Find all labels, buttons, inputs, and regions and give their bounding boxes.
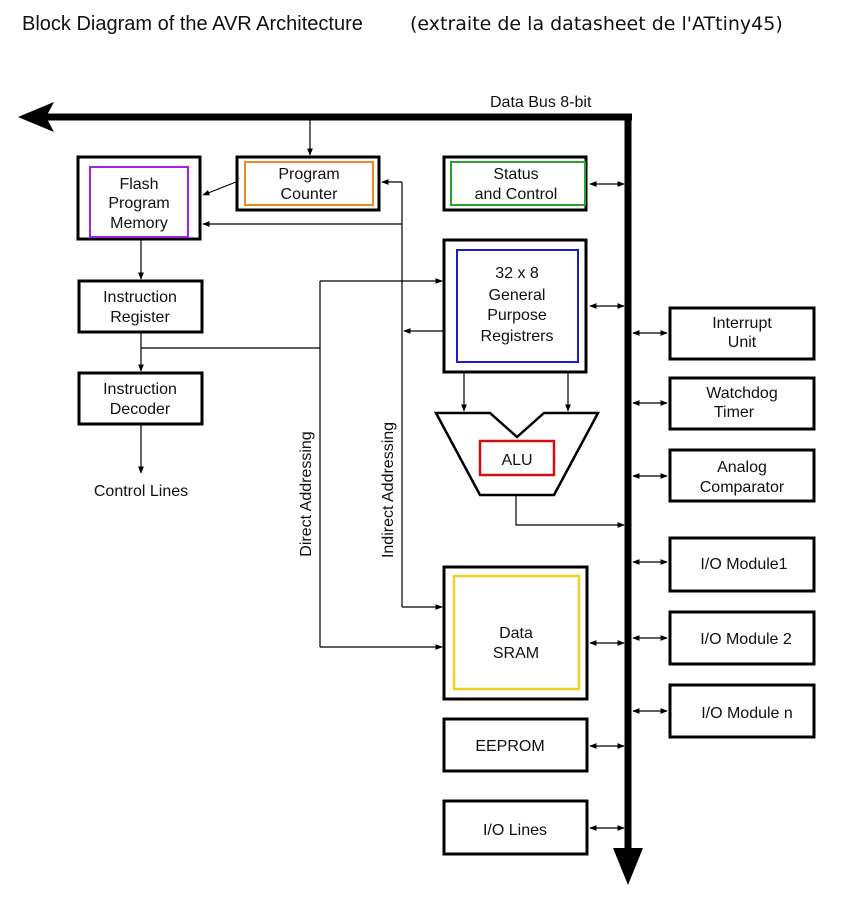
id-line-1: Instruction	[103, 381, 177, 398]
bus-label: Data Bus 8-bit	[490, 94, 592, 111]
interrupt-line-1: Interrupt	[712, 315, 772, 332]
ir-line-1: Instruction	[103, 289, 177, 306]
control-lines-label: Control Lines	[94, 483, 188, 500]
interrupt-line-2: Unit	[728, 334, 757, 351]
reg-line-2: General	[489, 287, 546, 304]
alu-block: ALU	[433, 411, 601, 497]
watchdog-timer-block: Watchdog Timer	[668, 376, 816, 431]
direct-addressing-label: Direct Addressing	[298, 431, 315, 556]
status-line-1: Status	[493, 166, 538, 183]
ion-label: I/O Module n	[701, 705, 793, 722]
pc-line-1: Program	[278, 166, 339, 183]
io-module-2-block: I/O Module 2	[668, 610, 816, 666]
reg-line-3: Purpose	[487, 307, 547, 324]
general-purpose-registers-block: 32 x 8 General Purpose Registrers	[442, 238, 588, 374]
sram-line-2: SRAM	[493, 645, 539, 662]
flash-line-2: Program	[108, 195, 169, 212]
diagram-title: Block Diagram of the AVR Architecture	[22, 13, 363, 35]
io-lines-block: I/O Lines	[442, 799, 589, 856]
analog-comparator-block: Analog Comparator	[668, 448, 816, 503]
flash-line-3: Memory	[110, 215, 168, 232]
io-module-n-block: I/O Module n	[668, 683, 816, 739]
io-lines-label: I/O Lines	[483, 822, 547, 839]
program-counter-block: Program Counter	[235, 155, 381, 212]
instruction-decoder-block: Instruction Decoder	[77, 371, 204, 426]
eeprom-label: EEPROM	[475, 738, 544, 755]
alu-label: ALU	[501, 452, 532, 469]
flash-line-1: Flash	[119, 176, 158, 193]
interrupt-unit-block: Interrupt Unit	[668, 306, 816, 361]
data-bus	[18, 102, 643, 885]
diagram-subtitle: (extraite de la datasheet de l'ATtiny45)	[410, 13, 783, 35]
instruction-register-block: Instruction Register	[77, 279, 204, 334]
bus-arrow-down-icon	[613, 848, 643, 885]
watchdog-line-2: Timer	[714, 404, 755, 421]
reg-line-1: 32 x 8	[495, 265, 539, 282]
status-control-block: Status and Control	[442, 155, 588, 212]
eeprom-block: EEPROM	[442, 717, 589, 773]
io2-label: I/O Module 2	[700, 631, 792, 648]
flash-program-memory-block: Flash Program Memory	[76, 155, 202, 241]
pc-line-2: Counter	[281, 186, 339, 203]
indirect-addressing-label: Indirect Addressing	[380, 422, 397, 558]
reg-line-4: Registrers	[481, 328, 554, 345]
io1-label: I/O Module1	[700, 556, 787, 573]
analog-line-1: Analog	[717, 459, 767, 476]
watchdog-line-1: Watchdog	[706, 385, 777, 402]
analog-line-2: Comparator	[700, 479, 785, 496]
status-line-2: and Control	[475, 186, 558, 203]
io-module-1-block: I/O Module1	[668, 536, 816, 593]
ir-line-2: Register	[110, 309, 170, 326]
bus-arrow-left-icon	[18, 102, 54, 132]
connections	[138, 120, 668, 831]
data-sram-block: Data SRAM	[442, 565, 589, 701]
sram-line-1: Data	[499, 625, 533, 642]
id-line-2: Decoder	[110, 401, 171, 418]
